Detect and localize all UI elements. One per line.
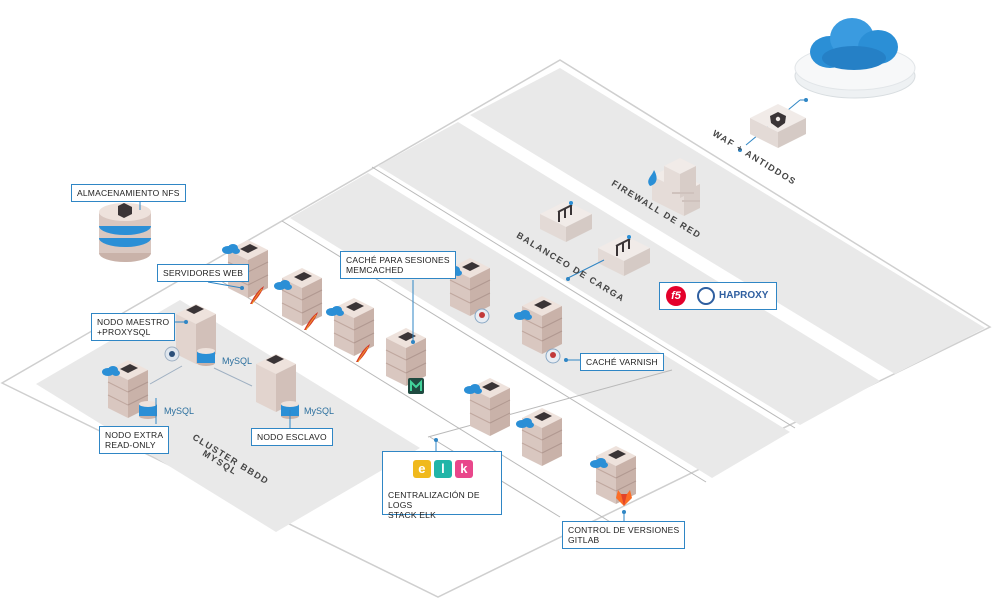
haproxy-icon — [697, 287, 715, 305]
connector-line — [371, 166, 796, 429]
database-icon — [139, 401, 157, 419]
load-balancer-2 — [598, 235, 650, 276]
nfs-label: ALMACENAMIENTO NFS — [71, 184, 186, 202]
lane-cluster — [36, 300, 420, 532]
elk-l-mark: l — [434, 460, 452, 478]
haproxy-logo-text: HAPROXY — [719, 290, 769, 301]
gitlab-icon — [616, 490, 632, 506]
svg-text:MySQL: MySQL — [164, 406, 194, 416]
elk-server — [521, 407, 563, 467]
balancer-logos: f5 HAPROXY — [659, 282, 777, 310]
connector-line — [427, 369, 673, 438]
connector-line — [199, 267, 621, 529]
balancer-icon — [557, 201, 573, 222]
shield-icon — [770, 112, 786, 128]
web-server — [281, 267, 323, 327]
proxysql-icon — [164, 346, 180, 362]
read-only-node-label: NODO EXTRA READ-ONLY — [99, 426, 170, 454]
varnish-icon — [545, 348, 561, 364]
memcached-server — [385, 327, 427, 387]
brick-wall-icon — [648, 158, 700, 216]
slave-node-label: NODO ESCLAVO — [251, 428, 333, 446]
web-servers-label: SERVIDORES WEB — [157, 264, 250, 282]
elk-logo: e l k — [413, 460, 473, 482]
elk-caption: CENTRALIZACIÓN DE LOGS STACK ELK — [388, 490, 480, 520]
gitlab-label: CONTROL DE VERSIONES GITLAB — [562, 521, 686, 549]
mysql-icon: MySQL MySQL MySQL — [164, 356, 334, 416]
waf-device — [738, 98, 808, 152]
balancer-icon — [615, 235, 631, 256]
varnish-label: CACHÉ VARNISH — [580, 353, 664, 371]
svg-text:MySQL: MySQL — [304, 406, 334, 416]
memcached-icon — [408, 378, 424, 394]
memcached-label: CACHÉ PARA SESIONES MEMCACHED — [340, 251, 456, 279]
varnish-servers-group — [444, 257, 563, 364]
web-servers-group — [222, 239, 427, 394]
varnish-icon — [474, 308, 490, 324]
load-balancer-1 — [540, 201, 592, 242]
gitlab-server-group — [590, 445, 637, 506]
elk-label: e l k CENTRALIZACIÓN DE LOGS STACK ELK — [382, 451, 502, 520]
svg-text:MySQL: MySQL — [222, 356, 252, 366]
master-node-label: NODO MAESTRO +PROXYSQL — [91, 313, 176, 341]
nfs-storage-database-icon — [99, 203, 151, 262]
f5-logo: f5 — [666, 286, 686, 306]
elk-e-mark: e — [413, 460, 431, 478]
database-icon — [197, 348, 215, 366]
master-node — [164, 304, 216, 366]
read-only-node — [102, 359, 157, 419]
lane-waf — [470, 68, 985, 374]
elk-k-mark: k — [455, 460, 473, 478]
internet-cloud-icon — [794, 18, 916, 99]
varnish-server — [521, 295, 563, 355]
